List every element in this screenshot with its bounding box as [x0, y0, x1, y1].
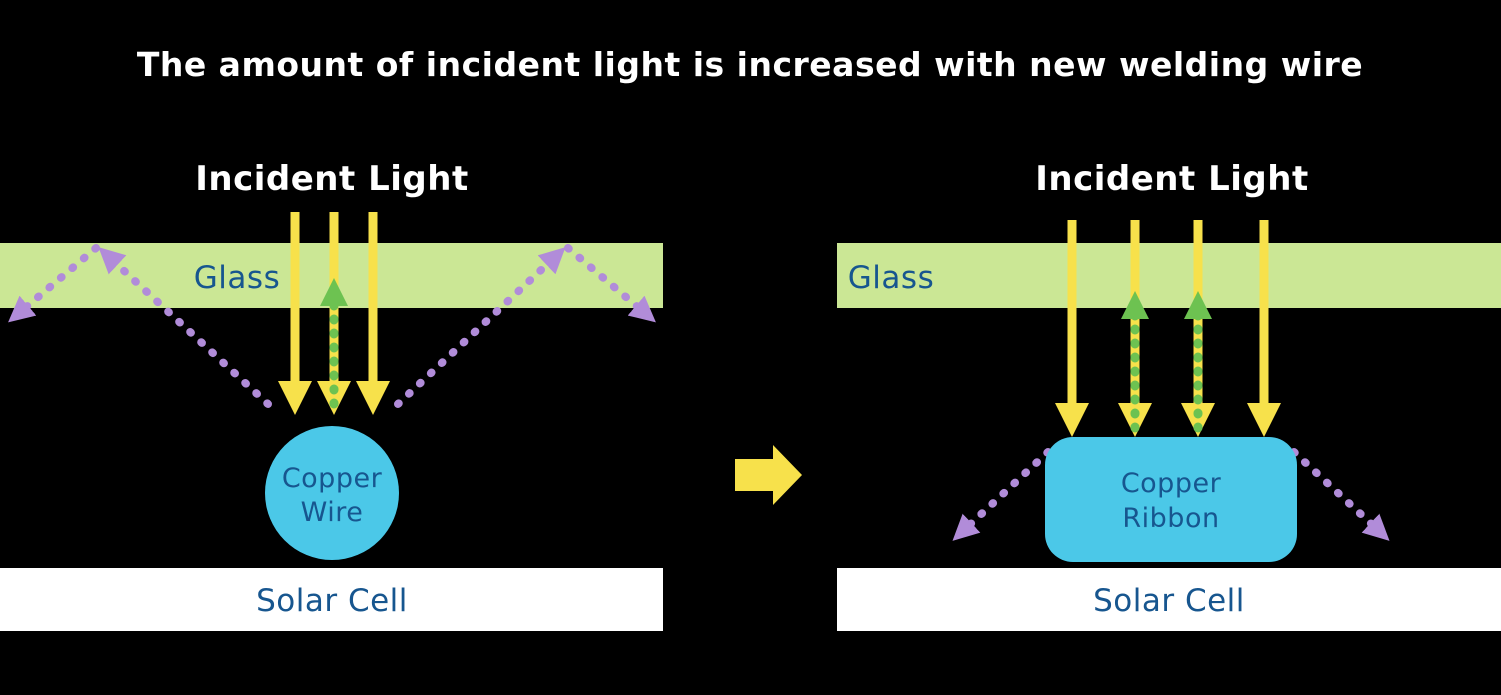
left-solar-cell-bar	[0, 568, 663, 631]
left-scattered-purple-ray-up-left	[98, 247, 272, 408]
diagram-title: The amount of incident light is increase…	[137, 45, 1363, 84]
right-solar-cell-bar	[837, 568, 1501, 631]
copper-wire-label-line1: Copper	[282, 463, 383, 494]
right-glass-band	[837, 243, 1501, 308]
left-glass-label: Glass	[194, 260, 280, 296]
left-panel: Incident Light Glass Copper Wire Solar C…	[0, 159, 663, 631]
left-incident-light-label: Incident Light	[195, 159, 468, 199]
right-scattered-purple-ray-right	[1290, 448, 1390, 541]
copper-wire-label-line2: Wire	[301, 497, 364, 528]
right-panel: Incident Light Glass Copper Ribbon Solar…	[837, 159, 1501, 631]
left-scattered-purple-ray-out-right	[564, 244, 656, 323]
right-glass-label: Glass	[848, 260, 934, 296]
left-solar-cell-label: Solar Cell	[256, 583, 408, 619]
right-solar-cell-label: Solar Cell	[1093, 583, 1245, 619]
copper-ribbon-rect	[1045, 437, 1297, 562]
copper-ribbon-label-line2: Ribbon	[1122, 503, 1219, 534]
left-scattered-purple-ray-up-right	[394, 247, 566, 408]
right-scattered-purple-ray-left	[952, 448, 1052, 541]
copper-ribbon-label-line1: Copper	[1121, 468, 1222, 499]
right-incident-light-label: Incident Light	[1035, 159, 1308, 199]
transition-arrow-icon	[735, 445, 802, 505]
left-scattered-purple-ray-out-left	[8, 244, 100, 323]
copper-wire-circle	[265, 426, 399, 560]
